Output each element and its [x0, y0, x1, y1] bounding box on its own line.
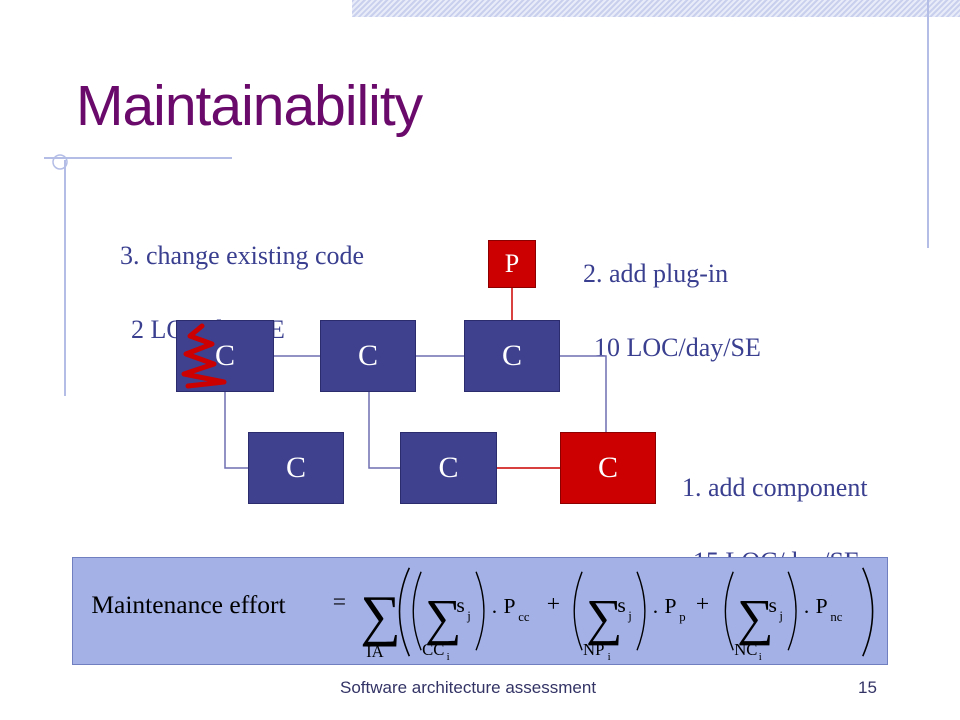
term2-right-paren-icon: [636, 571, 646, 651]
footer-title: Software architecture assessment: [340, 678, 597, 697]
note-plugin-line2: 10 LOC/day/SE: [594, 333, 761, 362]
slide-title: Maintainability: [76, 74, 423, 138]
outer-left-paren-icon: [398, 567, 411, 657]
term2-sub-i: i: [608, 651, 611, 663]
wire-c3-c6: [560, 355, 607, 432]
note-component-line1: 1. add component: [682, 473, 868, 502]
component-box: C: [248, 432, 344, 504]
term3-right-paren-icon: [787, 571, 797, 651]
formula-lhs: Maintenance effort: [91, 590, 285, 619]
wire-c1-c4: [224, 392, 248, 469]
term1-p: P: [504, 594, 516, 618]
term1-dot: .: [492, 594, 497, 618]
term1-sub: CC: [422, 640, 444, 659]
term2-p: P: [665, 594, 677, 618]
term1-left-paren-icon: [412, 571, 422, 651]
new-component-box: C: [560, 432, 656, 504]
component-box: C: [400, 432, 497, 504]
decor-line-left: [64, 160, 66, 396]
term3-j: j: [778, 609, 783, 623]
formula-graphic: Maintenance effort = ∑ IA ∑ CC i s j . P…: [91, 567, 874, 663]
top-pattern-band: [352, 0, 960, 17]
term2-s: s: [617, 593, 625, 617]
maintenance-effort-formula: Maintenance effort = ∑ IA ∑ CC i s j . P…: [72, 557, 888, 665]
term1-j: j: [466, 609, 471, 623]
plus-1: +: [547, 591, 560, 617]
sum-symbol-icon: ∑: [586, 591, 622, 647]
note-change-code-line1: 3. change existing code: [120, 241, 365, 270]
term3-p: P: [816, 594, 828, 618]
term3-sub-i: i: [759, 651, 762, 663]
term1-sub-i: i: [447, 651, 450, 663]
formula-outer-sub: IA: [366, 642, 384, 661]
term2-dot: .: [653, 594, 658, 618]
component-box: C: [464, 320, 560, 392]
decor-line-right: [927, 0, 929, 248]
note-plugin: 2. add plug-in 10 LOC/day/SE: [570, 218, 761, 403]
outer-right-paren-icon: [862, 567, 874, 657]
sum-symbol-icon: ∑: [360, 585, 401, 648]
term1-p-sub: cc: [518, 610, 530, 624]
term3-sub: NC: [734, 640, 757, 659]
term3-left-paren-icon: [724, 571, 734, 651]
wire-c2-c5: [368, 392, 400, 469]
term3-p-sub: nc: [830, 610, 842, 624]
term2-sub: NP: [583, 640, 604, 659]
decor-line-title: [44, 157, 232, 159]
note-plugin-line1: 2. add plug-in: [583, 259, 729, 288]
term2-j: j: [627, 609, 632, 623]
term1-right-paren-icon: [475, 571, 485, 651]
sum-symbol-icon: ∑: [425, 591, 461, 647]
term2-left-paren-icon: [573, 571, 583, 651]
plus-2: +: [696, 591, 709, 617]
formula-equals: =: [333, 589, 346, 615]
term1-s: s: [456, 593, 464, 617]
component-box: C: [320, 320, 416, 392]
change-marker-icon: [181, 323, 227, 389]
crosshair-icon: [52, 154, 68, 170]
sum-symbol-icon: ∑: [737, 591, 773, 647]
term2-p-sub: p: [679, 610, 685, 624]
term3-dot: .: [804, 594, 809, 618]
term3-s: s: [769, 593, 777, 617]
plugin-box: P: [488, 240, 536, 288]
page-number: 15: [858, 678, 877, 697]
